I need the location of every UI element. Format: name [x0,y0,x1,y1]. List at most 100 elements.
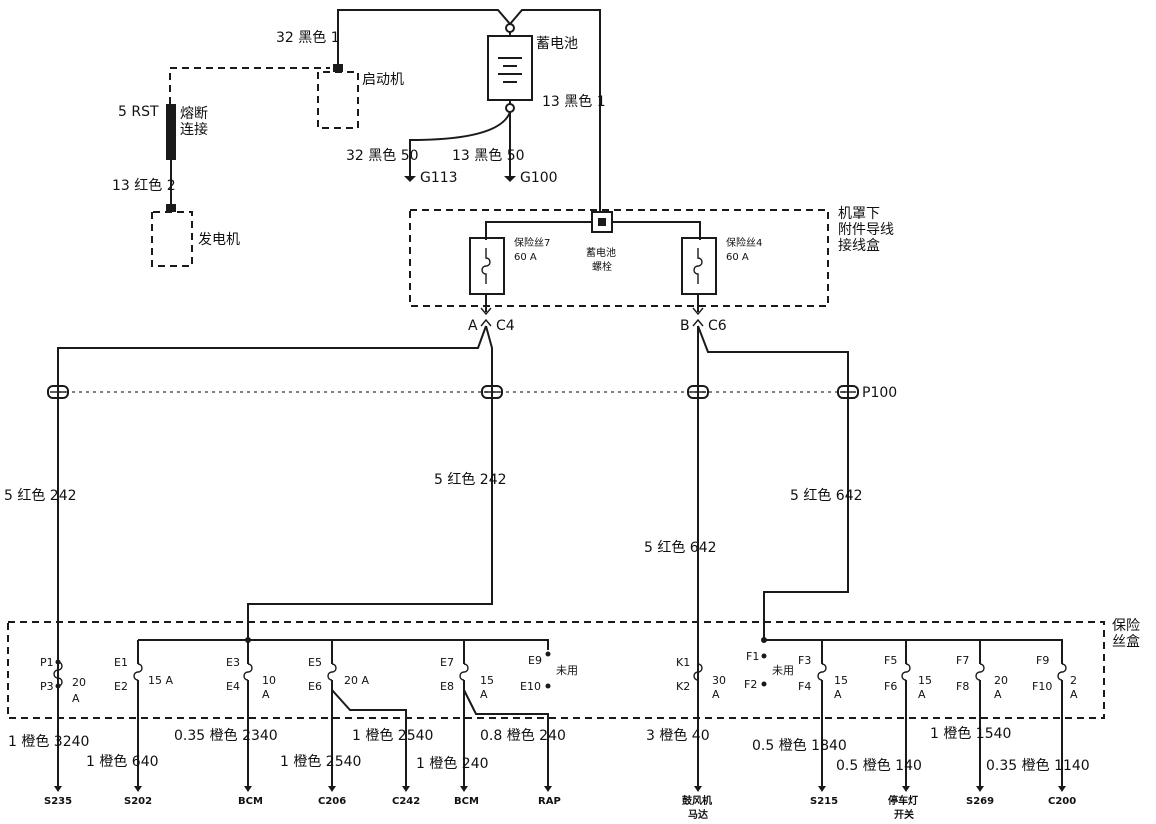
fuse-rating: A [262,688,270,701]
fuse-rating: A [994,688,1002,701]
pin-label: F2 [744,678,757,691]
ground-label: G113 [420,170,458,186]
pass-through-grommet [47,385,859,399]
wire-label: 5 红色 642 [644,539,717,556]
wire-label: 5 红色 242 [434,471,507,488]
generator-icon [151,211,193,267]
wire-label: 1 橙色 640 [86,753,159,770]
fuse-rating: 20 [72,676,86,689]
destination-label: C206 [318,796,346,807]
wire-label: 0.35 橙色 2340 [174,727,278,744]
pin-label: E5 [308,656,322,669]
connector-pin: B [680,318,690,334]
junction-box-title: 接线盒 [838,237,880,254]
pin-label: F1 [746,650,759,663]
pin-label: F5 [884,654,897,667]
feed-wires [47,318,859,790]
fusible-wire-label: 5 RST [118,104,159,120]
fuse-rating: 2 [1070,674,1077,687]
battery-icon [487,35,533,101]
destination-label: S215 [810,796,838,807]
fuse-block-title: 保险 [1112,618,1140,634]
pin-label: E2 [114,680,128,693]
pin-label: K1 [676,656,690,669]
connector-label: C6 [708,318,727,334]
wire-label: 1 橙色 240 [416,755,489,772]
fuse-rating: 60 A [726,252,749,263]
destination-label: C242 [392,796,420,807]
wire-label: 0.5 橙色 140 [836,757,922,774]
pin-label: E9 [528,654,542,667]
pin-label: E7 [440,656,454,669]
pin-label: E8 [440,680,454,693]
fusible-link-label: 熔断 [180,106,208,122]
fuse-rating: A [72,692,80,705]
wire-label: 1 橙色 2540 [352,727,433,744]
fusible-link-label: 连接 [180,121,208,138]
destination-label: 鼓风机 [682,794,712,807]
destination-label: 停车灯 [888,794,918,807]
fuse-rating: 15 [480,674,494,687]
battery-stud-label: 螺栓 [592,260,612,273]
pin-label: E3 [226,656,240,669]
connector-label: P100 [862,385,897,401]
destination-label: S269 [966,796,994,807]
wire-label: 0.5 橙色 1840 [752,737,847,754]
junction-box-title: 机罩下 [838,206,880,222]
destination-label: S202 [124,796,152,807]
gen-wire-label: 13 红色 2 [112,177,176,194]
pin-label: F10 [1032,680,1052,693]
destination-label: C200 [1048,796,1076,807]
fuse-rating: 30 [712,674,726,687]
output-arrows [54,786,1066,792]
fuse-rating: 20 A [344,674,369,687]
fuse-rating: 20 [994,674,1008,687]
ground-label: G100 [520,170,558,186]
fuse-block-title: 丝盒 [1112,633,1140,650]
connector-label: C4 [496,318,515,334]
destination-label: RAP [538,796,561,807]
unused-label: 未用 [556,664,578,677]
pin-label: E1 [114,656,128,669]
destination-label: BCM [454,796,479,807]
pin-label: P3 [40,680,54,693]
starter-label: 启动机 [362,72,404,88]
pin-label: E4 [226,680,240,693]
battery-section [151,9,601,267]
fuse-rating: A [1070,688,1078,701]
pin-label: F6 [884,680,897,693]
fusible-link-icon [166,104,176,160]
wire-label: 3 橙色 40 [646,727,710,744]
battery-stud-label: 蓄电池 [586,246,616,259]
ground-wire-label: 13 黑色 50 [452,147,525,164]
pin-label: F7 [956,654,969,667]
destination-label: 马达 [688,808,708,821]
fuses [53,640,1067,790]
fuse-name: 保险丝7 [514,236,550,249]
fuse-rating: A [480,688,488,701]
starter-icon [317,71,359,129]
pin-label: K2 [676,680,690,693]
generator-label: 发电机 [198,232,240,248]
pin-label: E6 [308,680,322,693]
fuse-rating: 15 [918,674,932,687]
ground-icon [503,167,517,183]
unused-label: 未用 [772,664,794,677]
wire-label: 5 红色 642 [790,487,863,504]
underhood-junction-box [409,209,829,316]
wire-label: 1 橙色 1540 [930,725,1011,742]
fuse-rating: A [834,688,842,701]
ground-wire-label: 32 黑色 50 [346,147,419,164]
wire-label: 1 橙色 3240 [8,733,89,750]
fuse-rating: 15 A [148,674,173,687]
pin-label: F8 [956,680,969,693]
battery-wire-label: 13 黑色 1 [542,93,606,110]
wire-label: 0.8 橙色 240 [480,727,566,744]
starter-wire-label: 32 黑色 1 [276,29,340,46]
fuse-rating: 10 [262,674,276,687]
wire-label: 0.35 橙色 1140 [986,757,1090,774]
wire-label: 1 橙色 2540 [280,753,361,770]
destination-label: BCM [238,796,263,807]
fuse-rating: 60 A [514,252,537,263]
